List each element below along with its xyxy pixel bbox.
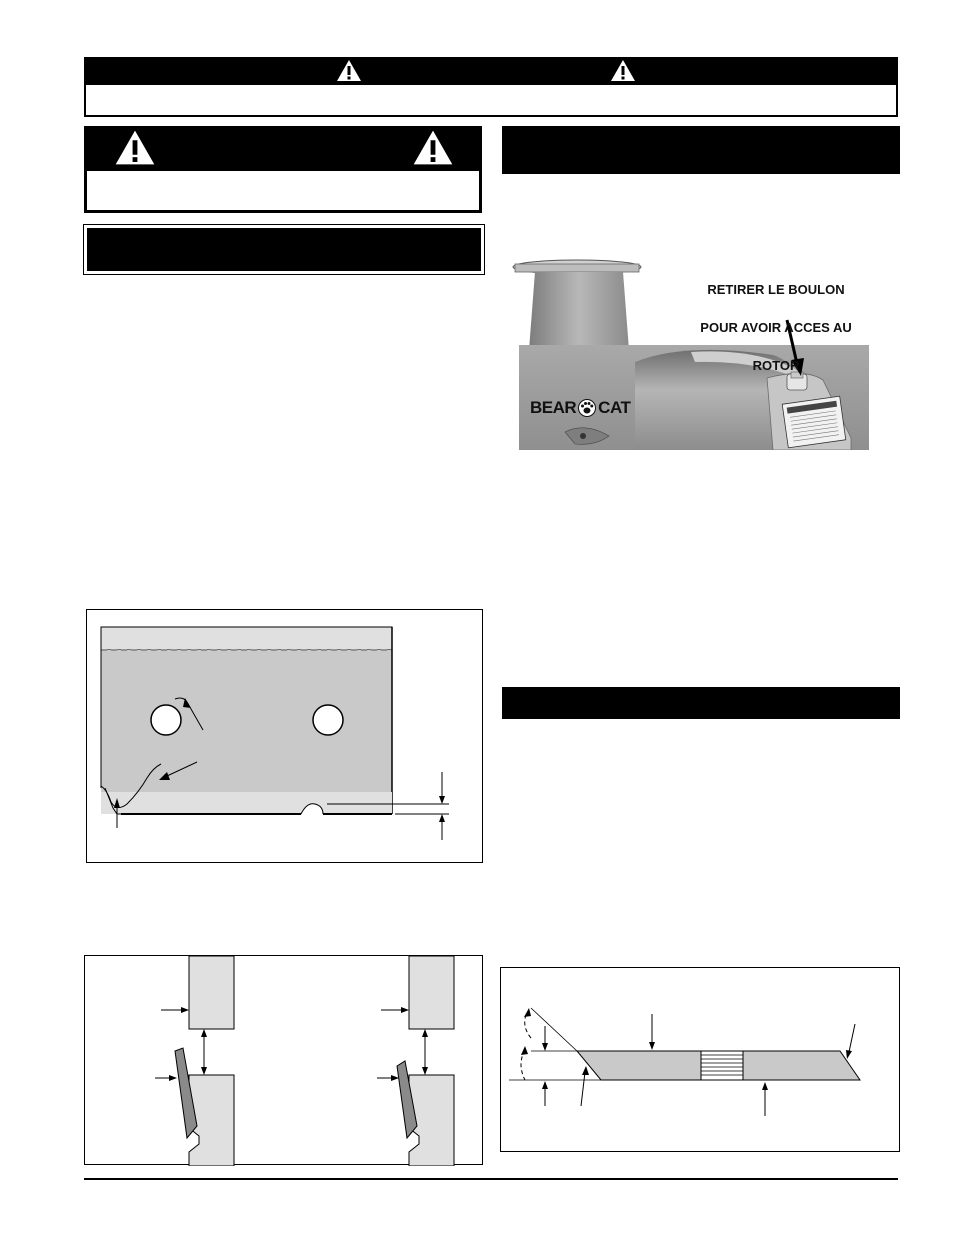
- arrow-icon: [439, 772, 445, 804]
- knife-clearance-diagram: [155, 956, 455, 1166]
- left-section-heading-bar: [83, 224, 485, 275]
- arrow-icon: [155, 1075, 177, 1081]
- footer-rule: [84, 1178, 898, 1180]
- arrow-icon: [542, 1026, 548, 1051]
- arrow-icon: [520, 1046, 528, 1081]
- arrow-icon: [161, 1007, 189, 1013]
- machine-photo: BEAR CAT RETIRER LE BOULON POUR AVOIR AC…: [505, 250, 875, 450]
- warning-triangle-icon: [611, 60, 635, 81]
- knife-blade-diagram: [100, 626, 449, 840]
- arrow-icon: [174, 697, 204, 731]
- left-warning-body: [84, 168, 482, 213]
- warning-triangle-icon: [413, 130, 453, 165]
- warning-triangle-icon: [115, 130, 155, 165]
- right-section-heading-bar: [502, 126, 900, 174]
- callout-line-2: POUR AVOIR ACCES AU: [700, 320, 852, 335]
- arrow-icon: [377, 1075, 399, 1081]
- arrow-icon: [114, 798, 120, 828]
- knife-clearance-figure: [84, 955, 483, 1166]
- callout-line-1: RETIRER LE BOULON: [707, 282, 845, 297]
- bearcat-logo: BEAR CAT: [530, 398, 631, 418]
- arrow-icon: [524, 1008, 532, 1039]
- arrow-icon: [201, 1029, 207, 1075]
- top-warning-body: [84, 83, 898, 117]
- machine-illustration: [512, 259, 869, 450]
- bevel-angle-figure: [500, 967, 900, 1152]
- photo-callout-label: RETIRER LE BOULON POUR AVOIR ACCES AU RO…: [681, 261, 871, 394]
- callout-line-3: ROTOR: [752, 358, 800, 373]
- arrow-icon: [762, 1082, 768, 1116]
- top-warning-header: [84, 57, 898, 84]
- arrow-icon: [580, 1066, 589, 1107]
- left-warning-header: [84, 126, 482, 170]
- arrow-icon: [381, 1007, 409, 1013]
- bevel-angle-diagram: [509, 1007, 861, 1116]
- knife-blade-figure: [86, 609, 483, 863]
- arrow-icon: [159, 761, 198, 780]
- right-section-heading-bar-2: [502, 687, 900, 719]
- warning-triangle-icon: [337, 60, 361, 81]
- logo-word-left: BEAR: [530, 398, 577, 417]
- logo-word-right: CAT: [598, 398, 631, 417]
- arrow-icon: [649, 1014, 655, 1050]
- arrow-icon: [846, 1023, 856, 1059]
- arrow-icon: [422, 1029, 428, 1075]
- paw-print-icon: [578, 399, 597, 417]
- arrow-icon: [785, 319, 804, 376]
- arrow-icon: [439, 814, 445, 840]
- arrow-icon: [542, 1081, 548, 1106]
